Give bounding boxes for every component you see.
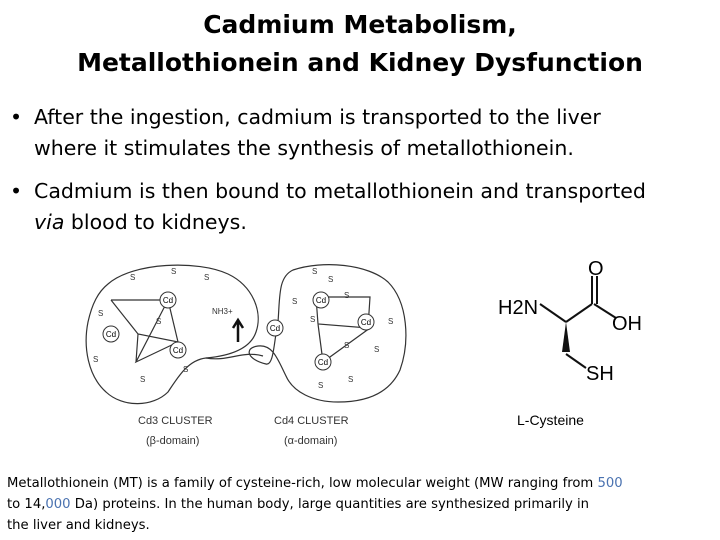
domain-right-label: (α-domain) [284,435,337,447]
cd-label: Cd [318,358,328,367]
bullet-text-line: Cadmium is then bound to metallothionein… [34,179,646,203]
s-label: S [130,273,135,282]
bullet-list: • After the ingestion, cadmium is transp… [10,102,718,250]
domain-left-label: (β-domain) [146,435,199,447]
footnote-text: Metallothionein (MT) is a family of cyst… [7,476,598,491]
amine-label: H2N [498,297,538,319]
cd-label: Cd [173,346,183,355]
bullet-marker: • [10,105,23,129]
s-label: S [93,355,98,364]
footnote-number: 500 [597,476,623,491]
s-label: S [344,341,349,350]
s-label: S [374,345,379,354]
oxygen-label: O [588,258,604,280]
beta-domain-outline [85,264,259,405]
thiol-label: SH [586,363,614,385]
s-label: S [183,365,188,374]
s-label: S [312,267,317,276]
title-line-2: Metallothionein and Kidney Dysfunction [77,48,643,77]
footnote-text: to 14, [7,497,46,512]
s-label: S [171,267,176,276]
cd-label: Cd [316,296,326,305]
bullet-item: • After the ingestion, cadmium is transp… [10,102,718,164]
slide-title: Cadmium Metabolism, Metallothionein and … [0,6,720,82]
alpha-domain-outline [248,264,407,403]
metallothionein-diagram: Cd Cd Cd Cd Cd Cd Cd S S S S S S S S S S… [85,264,407,447]
alpha-cd-atoms: Cd Cd Cd Cd [266,291,375,371]
s-label: S [318,381,323,390]
bullet-text-line: After the ingestion, cadmium is transpor… [34,105,601,129]
bullet-marker: • [10,179,23,203]
cluster-right-label: Cd4 CLUSTER [274,415,349,427]
italic-via: via [34,210,65,234]
s-label: S [156,317,161,326]
s-label: S [348,375,353,384]
bullet-item: • Cadmium is then bound to metallothione… [10,176,718,238]
s-label: S [388,317,393,326]
s-label: S [292,297,297,306]
footnote: Metallothionein (MT) is a family of cyst… [7,473,717,536]
s-label: S [310,315,315,324]
bullet-text-line: where it stimulates the synthesis of met… [34,136,574,160]
beta-bonds [110,299,179,364]
cluster-left-label: Cd3 CLUSTER [138,415,213,427]
s-label: S [140,375,145,384]
footnote-number: 000 [45,497,71,512]
footnote-text: Da) proteins. In the human body, large q… [70,497,590,512]
sulfur-atoms: S S S S S S S S S S S S S S S S S S [93,267,393,390]
s-label: S [344,291,349,300]
bullet-text-rest: blood to kidneys. [64,210,247,234]
hydroxyl-label: OH [612,313,642,335]
title-line-1: Cadmium Metabolism, [203,10,517,39]
cysteine-bonds [539,276,617,369]
cysteine-caption: L-Cysteine [517,412,584,428]
cd-label: Cd [361,318,371,327]
cd-label: Cd [270,324,280,333]
cysteine-structure: O H2N OH SH [498,258,642,385]
arrow-icon [231,317,245,342]
beta-cd-atoms: Cd Cd Cd [102,291,187,359]
footnote-line: to 14,000 Da) proteins. In the human bod… [7,494,717,515]
s-label: S [98,309,103,318]
s-label: S [204,273,209,282]
cd-label: Cd [106,330,116,339]
s-label: S [328,275,333,284]
footnote-line: Metallothionein (MT) is a family of cyst… [7,473,717,494]
footnote-line: the liver and kidneys. [7,518,150,533]
cd-label: Cd [163,296,173,305]
bullet-text-line: via blood to kidneys. [34,207,718,238]
linker-chain [205,353,264,360]
nh3-label: NH3+ [212,307,233,316]
